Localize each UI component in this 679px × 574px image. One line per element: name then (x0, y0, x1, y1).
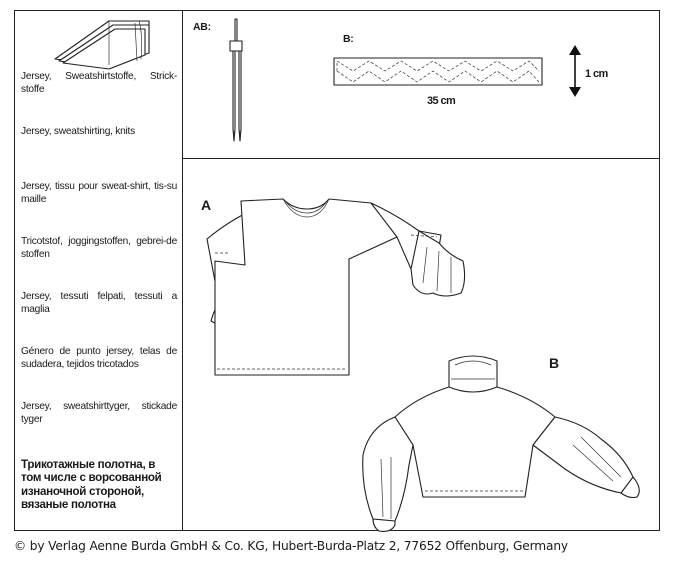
view-b-sketch (362, 355, 640, 532)
folded-fabric-icon (54, 20, 150, 70)
fabric-entry-en: Jersey, sweatshirting, knits (21, 126, 135, 137)
copyright-notice: © by Verlag Aenne Burda GmbH & Co. KG, H… (14, 539, 568, 553)
band-label: B: (343, 33, 354, 45)
twin-needle-icon (229, 18, 243, 142)
view-a-sketch (206, 198, 466, 376)
band-strip-icon (333, 57, 543, 86)
fabric-recommendations: Jersey, Sweatshirtstoffe, Strick-stoffe … (21, 71, 177, 511)
fabric-column: Jersey, Sweatshirtstoffe, Strick-stoffe … (15, 11, 183, 530)
fabric-entry-it: Jersey, tessuti felpati, tessuti a magli… (21, 291, 177, 315)
fabric-entry-de: Jersey, Sweatshirtstoffe, Strick-stoffe (21, 71, 177, 95)
fabric-entry-sv: Jersey, sweatshirttyger, stickade tyger (21, 401, 177, 425)
notions-panel: AB: B: 35 cm 1 cm (183, 11, 659, 159)
dimension-arrow-icon (569, 45, 581, 97)
needle-label: AB: (193, 21, 211, 33)
view-b-label: B (549, 355, 559, 371)
fabric-entry-nl: Tricotstof, joggingstoffen, gebrei-de st… (21, 236, 177, 260)
band-width-label: 1 cm (585, 68, 608, 80)
pattern-info-frame: Jersey, Sweatshirtstoffe, Strick-stoffe … (14, 10, 660, 532)
fabric-entry-ru: Трикотажные полотна, в том числе с ворсо… (21, 458, 162, 511)
fabric-entry-fr: Jersey, tissu pour sweat-shirt, tis-su m… (21, 181, 177, 205)
views-panel: A B (183, 159, 659, 532)
fabric-entry-es: Género de punto jersey, telas de sudader… (21, 346, 177, 370)
band-length-label: 35 cm (427, 95, 456, 107)
view-a-label: A (201, 197, 211, 213)
